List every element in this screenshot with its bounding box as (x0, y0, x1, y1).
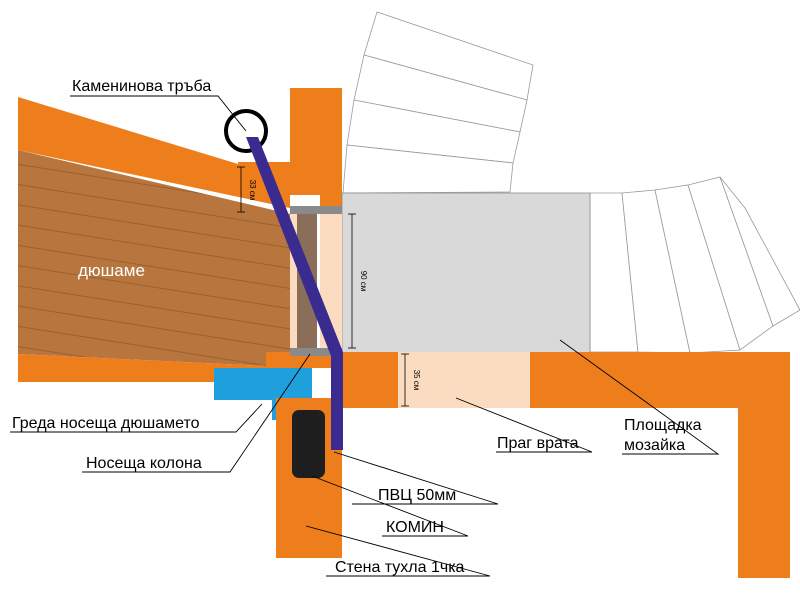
parquet-floor (18, 150, 290, 366)
upper-slab (18, 97, 290, 208)
upper-wall-block (290, 88, 342, 208)
leader-lines (10, 95, 720, 577)
stair-steps-right (589, 176, 800, 354)
stair-steps-upper (342, 11, 534, 194)
label-wall: Стена тухла 1чка (335, 559, 465, 576)
dim-33 (237, 166, 245, 213)
lower-slab-left (18, 354, 266, 382)
label-parquet: дюшаме (78, 261, 145, 280)
label-beam: Греда носеща дюшамето (12, 415, 200, 432)
right-slab-2 (530, 352, 790, 578)
label-pvc: ПВЦ 50мм (378, 487, 456, 504)
dim-35 (401, 353, 409, 407)
chimney (292, 410, 325, 478)
right-slab (342, 352, 398, 408)
door-threshold (398, 352, 530, 408)
frame-top (290, 206, 342, 214)
label-threshold: Праг врата (497, 435, 579, 452)
label-column: Носеща колона (86, 455, 202, 472)
label-ceramic-pipe: Каменинова тръба (72, 78, 211, 95)
label-landing-1: Площадка (624, 417, 702, 434)
dim-33-label: 33 см (248, 180, 257, 201)
pvc-pipe (246, 137, 343, 450)
dim-35-label: 35 см (412, 370, 421, 391)
label-landing-2: мозайка (624, 437, 685, 454)
label-chimney: КОМИН (386, 519, 444, 536)
dim-90-label: 90 см (359, 271, 368, 292)
frame-post-light (290, 214, 297, 348)
frame-bottom (290, 348, 342, 356)
landing-mosaic (341, 192, 591, 354)
dim-90 (348, 213, 356, 349)
